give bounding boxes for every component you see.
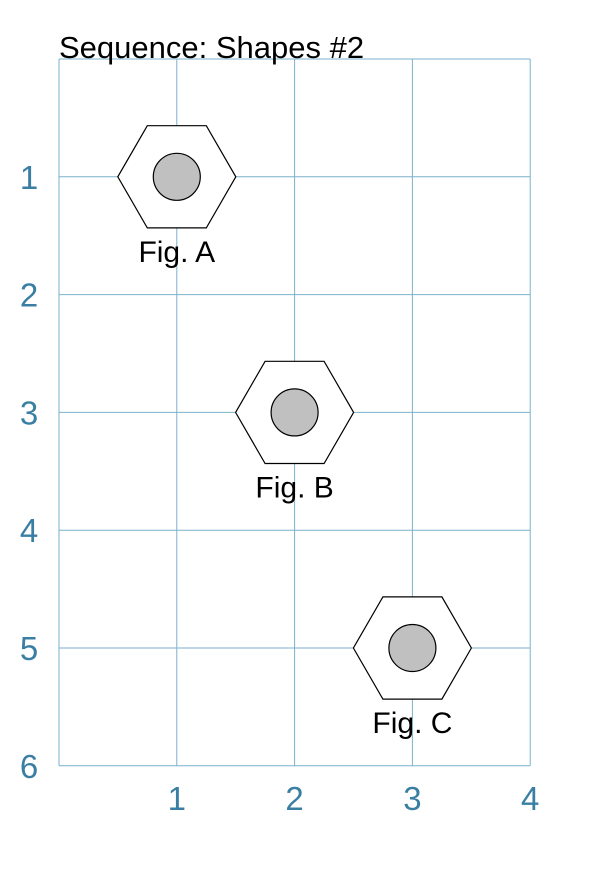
figure-label: Fig. A [138, 236, 215, 269]
y-axis-ticks: 1 2 3 4 5 6 [20, 159, 38, 785]
x-tick-label: 2 [285, 780, 303, 817]
circle-shape [152, 152, 201, 201]
figure: Fig. C [352, 596, 473, 740]
y-tick-label: 4 [20, 512, 38, 549]
x-axis-ticks: 1 2 3 4 [168, 780, 540, 817]
y-tick-label: 5 [20, 630, 38, 667]
figure-label: Fig. B [255, 471, 333, 504]
x-tick-label: 3 [403, 780, 421, 817]
y-tick-label: 2 [20, 277, 38, 314]
x-tick-label: 1 [168, 780, 186, 817]
figure-label: Fig. C [372, 707, 452, 740]
circle-shape [388, 623, 437, 673]
figure: Fig. A [117, 125, 237, 269]
y-tick-label: 3 [20, 394, 38, 431]
y-tick-label: 6 [20, 748, 38, 785]
y-tick-label: 1 [20, 159, 38, 196]
figure: Fig. B [234, 360, 355, 504]
x-tick-label: 4 [521, 780, 539, 817]
circle-shape [270, 388, 319, 437]
figures: Fig. A Fig. B Fig. C [117, 125, 473, 740]
diagram-title: Sequence: Shapes #2 [59, 30, 364, 65]
